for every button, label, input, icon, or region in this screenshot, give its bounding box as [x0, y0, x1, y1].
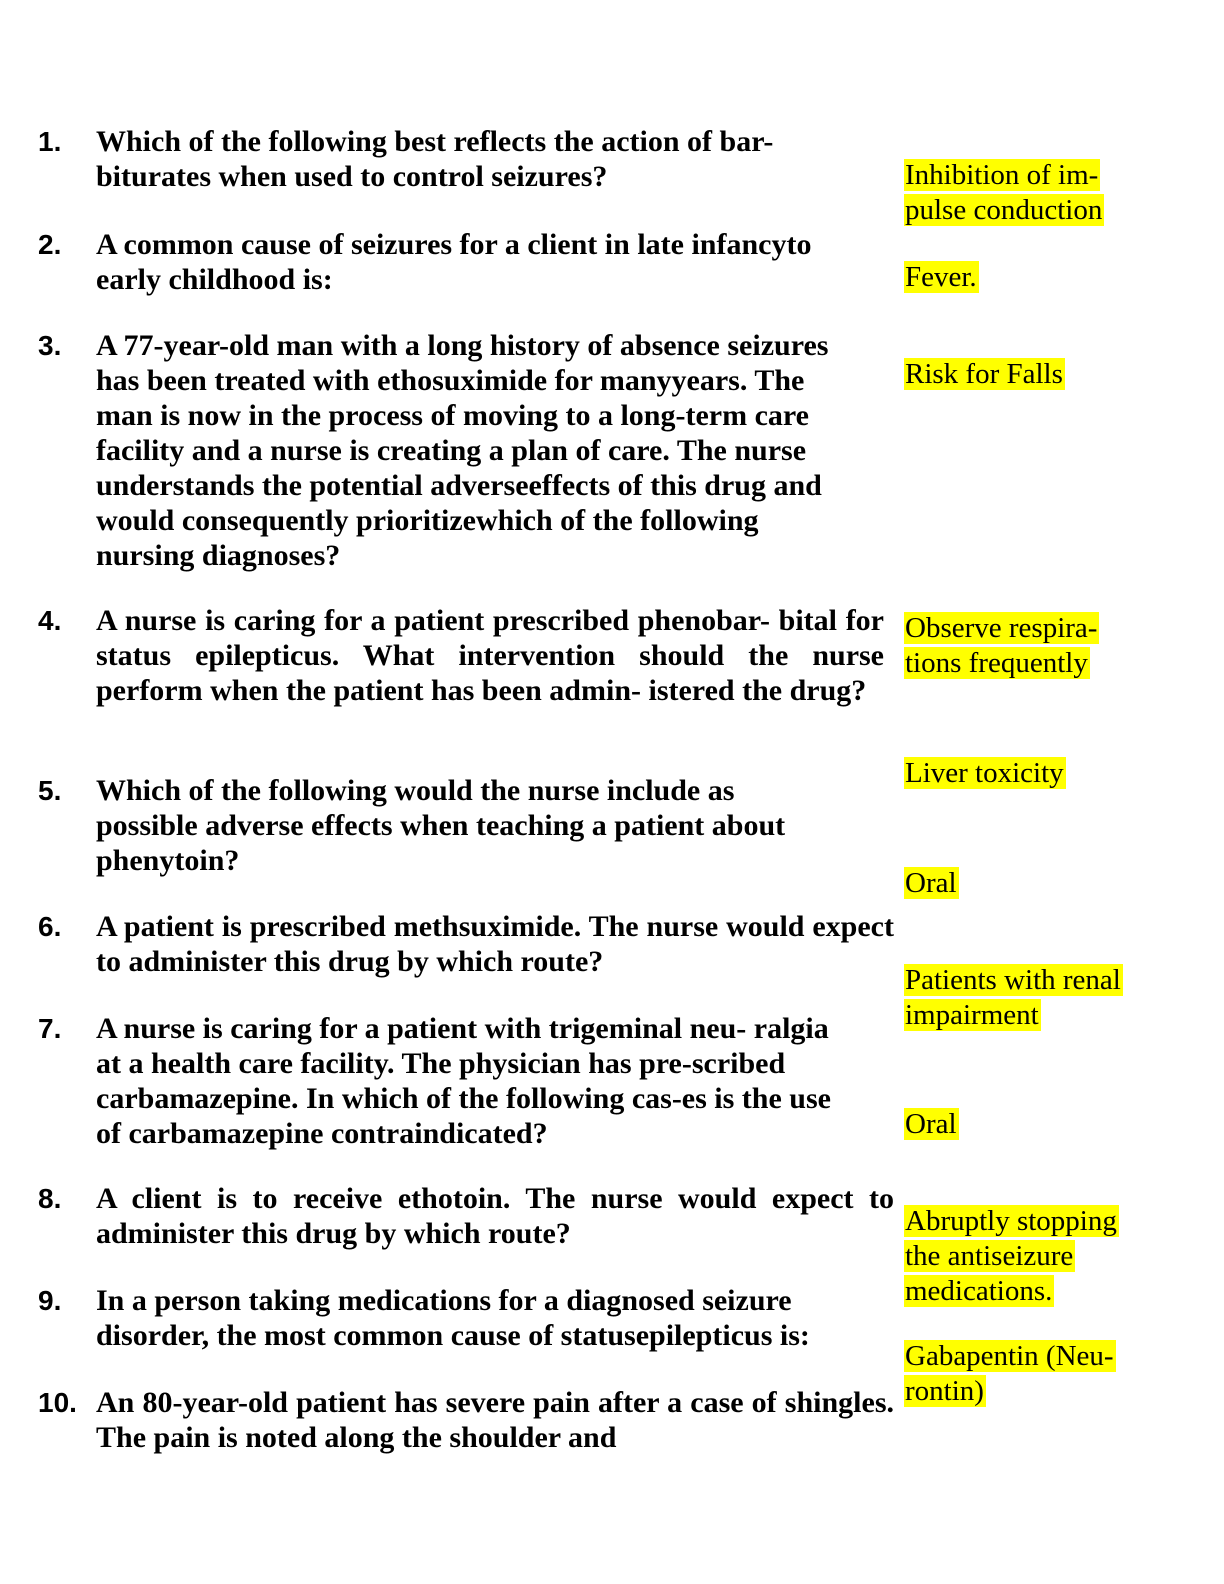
question-text: In a person taking medications for a dia… [96, 1284, 810, 1352]
answer-7: Patients with renal impairment [904, 928, 1123, 1033]
answer-highlight: Liver toxicity [904, 757, 1066, 789]
question-text: A nurse is caring for a patient prescrib… [96, 604, 884, 707]
question-text: A nurse is caring for a patient with tri… [96, 1012, 831, 1150]
answer-highlight: Inhibition of im- pulse conduction [904, 159, 1105, 226]
question-number: 9. [38, 1285, 62, 1316]
question-text: Which of the following would the nurse i… [96, 774, 786, 877]
answer-6: Oral [904, 831, 959, 901]
answer-highlight: Risk for Falls [904, 358, 1065, 390]
answer-highlight: Oral [904, 867, 959, 899]
question-number: 6. [38, 911, 62, 942]
question-text: A 77-year-old man with a long history of… [96, 329, 829, 572]
question-number: 10. [38, 1387, 77, 1418]
answer-highlight: Oral [904, 1108, 959, 1140]
question-text: Which of the following best reflects the… [96, 125, 774, 193]
answer-1: Inhibition of im- pulse conduction [904, 123, 1105, 228]
question-number: 1. [38, 126, 62, 157]
question-number: 8. [38, 1183, 62, 1214]
answer-8: Oral [904, 1072, 959, 1142]
question-text: A client is to receive ethotoin. The nur… [96, 1182, 894, 1250]
answer-highlight: Gabapentin (Neu- rontin) [904, 1340, 1116, 1407]
question-number: 2. [38, 229, 62, 260]
answer-4: Observe respira- tions frequently [904, 576, 1100, 681]
answer-5: Liver toxicity [904, 721, 1066, 791]
question-number: 5. [38, 775, 62, 806]
answer-highlight: Fever. [904, 261, 979, 293]
question-text: A patient is prescribed methsuximide. Th… [96, 910, 894, 978]
answer-highlight: Patients with renal impairment [904, 964, 1123, 1031]
question-text: An 80-year-old patient has severe pain a… [96, 1386, 894, 1454]
question-number: 3. [38, 330, 62, 361]
question-text: A common cause of seizures for a client … [96, 228, 812, 296]
answer-10: Gabapentin (Neu- rontin) [904, 1304, 1116, 1409]
answer-2: Fever. [904, 225, 979, 295]
question-number: 4. [38, 605, 62, 636]
answer-9: Abruptly stopping the antiseizure medica… [904, 1169, 1119, 1309]
answer-highlight: Observe respira- tions frequently [904, 612, 1100, 679]
answer-highlight: Abruptly stopping the antiseizure medica… [904, 1205, 1119, 1307]
answer-3: Risk for Falls [904, 322, 1065, 392]
question-number: 7. [38, 1013, 62, 1044]
